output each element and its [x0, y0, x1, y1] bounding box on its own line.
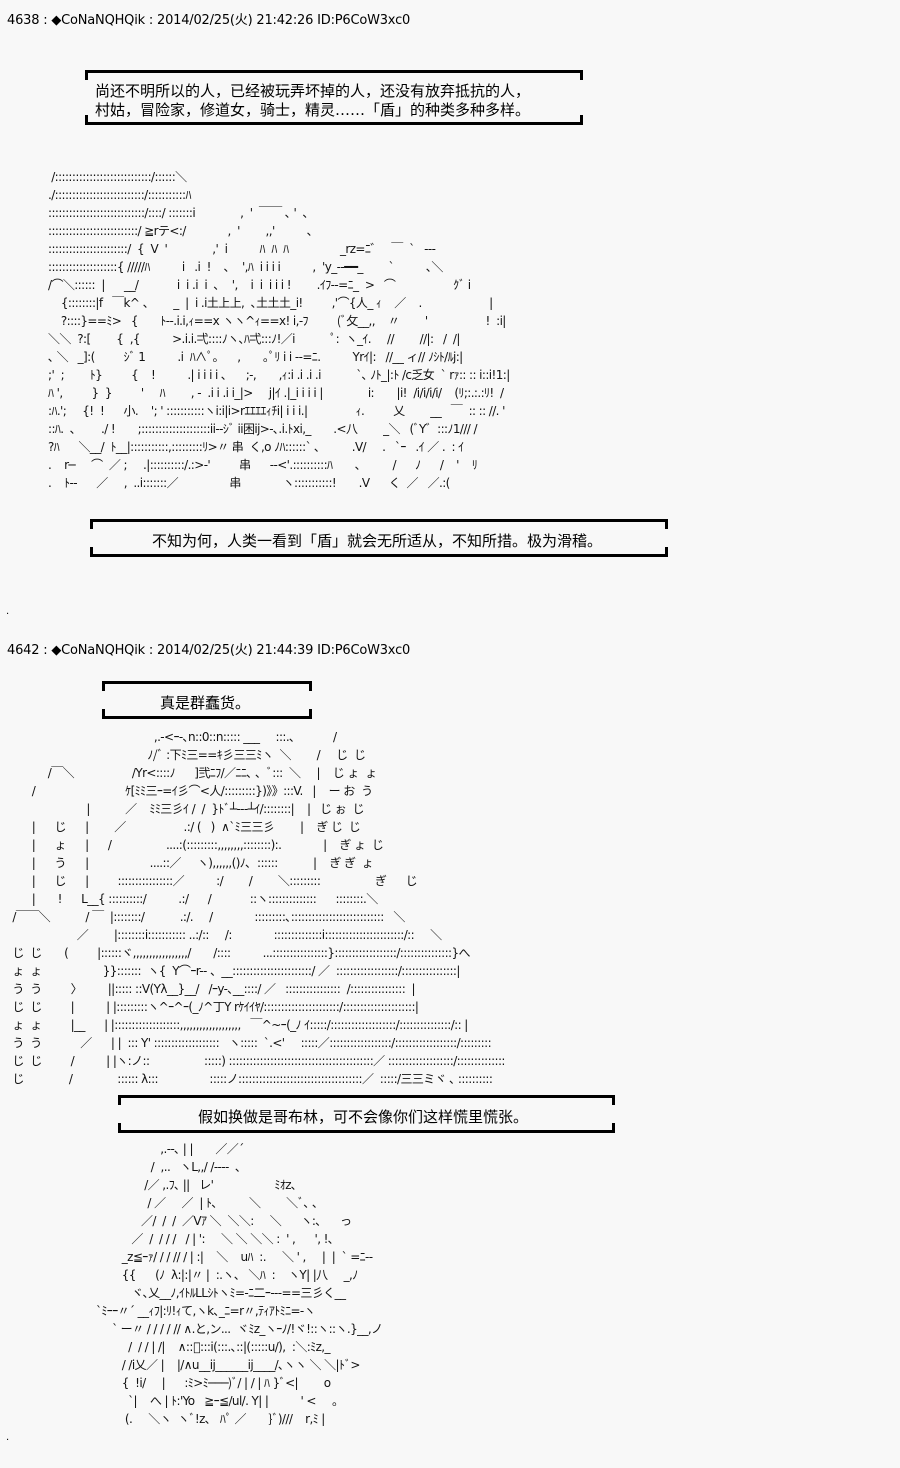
- art-line: ,.--､ | | ／／´: [96, 1142, 244, 1156]
- art-line: /／ ,.ﾌ､ || レ' ﾐｵz､: [96, 1178, 297, 1192]
- art-line: ;' ; ﾄ} { ! .| i i i i ､ ;-, ,ｨ:i .i .i …: [48, 368, 510, 382]
- caption-text: 真是群蠢货。: [160, 694, 251, 712]
- caption-box-2: 不知为何，人类一看到「盾」就会无所适从，不知所措。极为滑稽。: [90, 519, 668, 557]
- art-line: { !i/ | :ﾐ>ﾐ───)ﾞ/ | / | ﾊ }ﾞ<| o: [96, 1376, 331, 1390]
- art-line: . ﾄ-- ／ , ..i:::::::／ 串 ヽ:::::::::::! .V…: [48, 476, 450, 490]
- art-line: :::::::::::::::::::::::/ { V ' ,' i ﾊ ﾊ …: [48, 242, 436, 256]
- art-line: /::::::::::::::::::::::::::::/::::::＼: [48, 170, 187, 184]
- caption-box-4: 假如换做是哥布林，可不会像你们这样慌里慌张。: [118, 1095, 615, 1133]
- caption-line-2: 村姑，冒险家，修道女，骑士，精灵……「盾」的种类多种多样。: [95, 101, 531, 119]
- art-line: / ／ ／ | ﾄ､ ＼ ＼ﾞ､ ､: [96, 1196, 318, 1210]
- art-line: ::ﾊ. ､ ./ ! ;::::::::::::::::::::ii--ｼﾞ …: [48, 422, 478, 436]
- dot-mark: .: [6, 606, 10, 617]
- art-line: | ! L__{ ::::::::::/ .:/ / ::ヽ::::::::::…: [6, 892, 379, 906]
- art-line: `| へ | ﾄ:'Yo ≧ｰ≦/ul/. Y| | ' < 。: [96, 1394, 344, 1408]
- caption-box-1: 尚还不明所以的人，已经被玩弄坏掉的人，还没有放弃抵抗的人， 村姑，冒险家，修道女…: [85, 70, 583, 125]
- art-line: ,.-<ｰ-､n::0::n::::: ___ :::.､ /: [6, 730, 337, 744]
- art-line: ヾ､乂__ﾉ,ｲﾄﾙLLｼﾄヽﾐ=-ﾆ二ｰ---==三彡く__: [96, 1286, 346, 1300]
- art-line: ょ ょ |__ | |:::::::::::::::::::,,,,,,,,,,…: [6, 1018, 468, 1032]
- art-line: /￣＼ /Yr<::::ﾉ ]弐ﾆﾌ/／ﾆﾆ､ 、ﾞ::: ＼ | じ ょ ょ: [6, 766, 377, 780]
- art-line: ::::::::::::::::::::::::::/ ≧rテ<:/ , ' ,…: [48, 224, 313, 238]
- art-line: じ じ ( |::::::ヾ,,,,,,,,,,,,,,,,,/ /:::: .…: [6, 946, 470, 960]
- art-line: ::::::::::::::::::::::::::::/::::/ :::::…: [48, 206, 309, 220]
- art-line: う う ／ | | ::: Y' ::::::::::::::::::: ヽ::…: [6, 1036, 492, 1050]
- post-header-4642: 4642 : ◆CoNaNQHQik : 2014/02/25(火) 21:44…: [7, 643, 411, 658]
- art-line: /⌒＼:::::: | __/ i i .i i ､ ', i i i i i …: [48, 278, 471, 292]
- art-line: ﾊ ', } } ' ﾊ , - .i i .i i_|> j|ｲ .|_i i…: [48, 386, 504, 400]
- art-line: / /i乂／ | |/∧u__ij______ij____/､ヽヽ ＼ ＼|ﾄﾞ…: [96, 1358, 361, 1372]
- ascii-art-goblin-scene: ,.-<ｰ-､n::0::n::::: ___ :::.､ / ﾉ/ﾞ :下ﾐ三…: [6, 728, 505, 1088]
- art-line: /￣￣＼ / ￣ |::::::::/ .:/. / :::::::::､:::…: [6, 910, 405, 924]
- art-line: ::::::::::::::::::::{ /////ﾊ i .i ! ､ ',…: [48, 260, 443, 274]
- dot-mark: .: [6, 1432, 10, 1443]
- art-line: ､ ＼ _]:( ｼﾞ 1 .i ﾊ∧ﾟ｡ , ｡ﾟﾘ i i --=ﾆ. Yr…: [48, 350, 463, 364]
- art-line: | じ | ／ .:/ ( ) ∧`ﾐ三三彡 | ぎ じ じ: [6, 820, 361, 834]
- art-line: | ょ | / ....:(:::::::::,,,,,,,,::::::::)…: [6, 838, 384, 852]
- art-line: :ﾊ.'; {! ! 小. '; ' :::::::::::ヽi:i|i>rｴｴ…: [48, 404, 505, 418]
- art-line: | ／ ﾐﾐ三彡ｲ / / }ﾄﾞ┴---┴ｲ/::::::::| | じ ぉ …: [6, 802, 364, 816]
- art-line: / / / | /| ∧::ﾞ:::i(:::.､::|(:::::u/), :…: [96, 1340, 330, 1354]
- art-line: ＼＼ ?:[ { ,{ >.i.i.弌::::ﾉヽ､ﾊ弌:::ﾉ!／i ﾟ: ヽ…: [48, 332, 460, 346]
- art-line: ﾉ/ﾞ :下ﾐ三==ｷ彡三三ﾐヽ ＼ / じ じ: [6, 748, 366, 762]
- art-line: ./::::::::::::::::::::::::::/:::::::::::…: [48, 188, 192, 202]
- art-line: ょ ょ }}::::::: ヽ{ Y⌒ｰr-- 、__:::::::::::::…: [6, 964, 460, 978]
- art-line: _z≦ｰｧ/ / / // / | :| ＼ uﾊ :. ＼ ' , | | `…: [96, 1250, 373, 1264]
- art-line: ／/ / / ／Vｱ ＼ ＼＼: ＼ ヽ:､ っ: [96, 1214, 352, 1228]
- post-header-4638: 4638 : ◆CoNaNQHQik : 2014/02/25(火) 21:42…: [7, 13, 411, 28]
- art-line: じ / :::::: λ::: :::::ノ::::::::::::::::::…: [6, 1072, 493, 1086]
- art-line: . r─ ⌒ ／ ; .|::::::::::/.:>-' 串 --<'.:::…: [48, 458, 478, 472]
- art-line: う う 〉 ||::::: ::V(Yλ__}__/ /ｰy-､__::::/ …: [6, 982, 416, 996]
- art-line: `ﾐｰｰ〃´ __ｨﾌ|:ﾘ!ｨて,ヽk､_ﾆ=r〃,ﾃｨｱﾄﾐﾆ=-ヽ: [96, 1304, 316, 1318]
- ascii-art-shield-girls: /::::::::::::::::::::::::::::/::::::＼./:…: [48, 168, 510, 492]
- art-line: {::::::::|f ￣k^ 、 _ | i .i土上上, ､土土土_i! ,…: [48, 296, 493, 310]
- art-line: ／ |::::::::i::::::::::: ..:/:: /: ::::::…: [6, 928, 442, 942]
- caption-text: 不知为何，人类一看到「盾」就会无所适从，不知所措。极为滑稽。: [152, 532, 603, 550]
- art-line: じ じ / | |ヽ:ノ:: :::::) ::::::::::::::::::…: [6, 1054, 505, 1068]
- art-line: / ,.. ヽL,,/ /---- ､: [96, 1160, 242, 1174]
- caption-line-1: 尚还不明所以的人，已经被玩弄坏掉的人，还没有放弃抵抗的人，: [95, 82, 531, 100]
- art-line: ` ー〃 / / / / // ∧.と,ン... ヾﾐz_ヽｰﾉ/!ヾ!::ヽ:…: [96, 1322, 383, 1336]
- art-line: じ じ | | |:::::::::ヽ^ｰ^ｰ(_ﾉ^丁Y rｹｲｲﾔ/::::…: [6, 1000, 419, 1014]
- ascii-art-goblin-figure: ,.--､ | | ／／´ / ,.. ヽL,,/ /---- ､ /／ ,.ﾌ…: [96, 1140, 383, 1428]
- art-line: / ｹ[ﾐﾐ三ｰ=ｲ彡⌒<人/:::::::::})》》:::V. | ー お …: [6, 784, 373, 798]
- art-line: ?ﾊ ＼__/ ﾄ__|:::::::::::,:::::::::ﾘ>〃 串 く…: [48, 440, 464, 454]
- art-line: {{ (ﾉ λ:|:|〃 | :.ヽ、 ＼ﾊ : ヽY| |八 _,ﾉ: [96, 1268, 359, 1282]
- art-line: (. ＼ヽ ヽﾞ!z､ ﾊﾟ ／ }ﾞ)/// r,ﾐ |: [96, 1412, 325, 1426]
- caption-text: 假如换做是哥布林，可不会像你们这样慌里慌张。: [198, 1108, 529, 1126]
- art-line: | じ | ::::::::::::::::／ :/ / ＼::::::::: …: [6, 874, 418, 888]
- art-line: ?::::}==ﾐ> { ﾄ--.i.i,ｨ==x ヽヽ^ｨ==x! i,-ﾌ …: [48, 314, 507, 328]
- art-line: ／ / / / / / | ': ＼ ＼ ＼＼ : ' , ', !､: [96, 1232, 334, 1246]
- caption-box-3: 真是群蠢货。: [102, 681, 312, 719]
- art-line: | う | ....::／ ヽ),,,,,,()ﾉ､ :::::: | ぎ ぎ …: [6, 856, 374, 870]
